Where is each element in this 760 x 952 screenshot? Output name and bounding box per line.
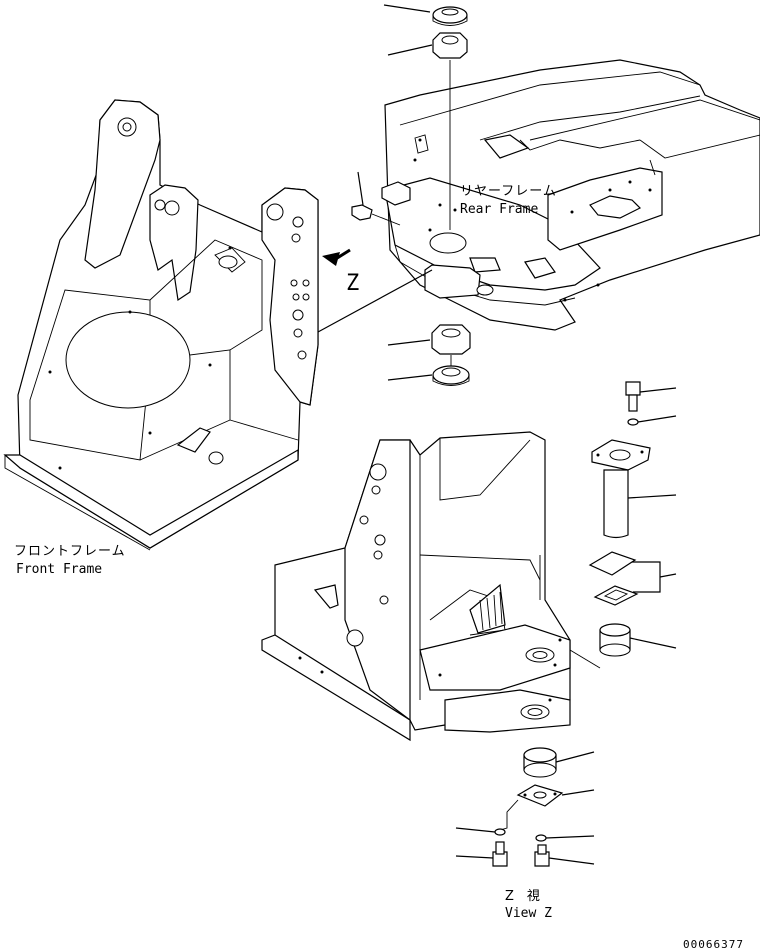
upper-pin-stack — [383, 4, 468, 230]
washers-bottom — [455, 827, 595, 842]
drawing-number: 00066377 — [683, 938, 744, 951]
lower-pin-stack — [387, 324, 471, 386]
bushing-right — [569, 623, 677, 669]
arrow-letter: Z — [346, 271, 359, 296]
front-frame-label-en: Front Frame — [16, 562, 102, 577]
front-frame-label-jp: フロントフレーム — [14, 544, 126, 559]
grease-fitting — [351, 171, 401, 226]
plate-with-tube — [591, 439, 677, 539]
shims — [588, 551, 677, 606]
bolts-bottom — [455, 841, 595, 867]
view-z-label-en: View Z — [505, 906, 552, 921]
rear-frame-label-en: Rear Frame — [460, 202, 538, 217]
rear-frame — [381, 59, 760, 331]
connection-line — [317, 269, 433, 333]
view-z-arrow: Z — [322, 248, 359, 296]
view-z-assembly — [261, 431, 571, 742]
view-z-label-jp: Z 視 — [505, 889, 540, 904]
washer-top — [627, 415, 677, 426]
bottom-plate — [499, 784, 595, 831]
rear-frame-label-jp: リヤーフレーム — [460, 184, 557, 199]
front-frame — [3, 99, 319, 551]
front-frame-label: フロントフレーム Front Frame — [14, 544, 126, 577]
bolt-top — [625, 381, 677, 412]
bushing-bottom — [523, 747, 595, 778]
view-z-label: Z 視 View Z — [505, 889, 552, 921]
